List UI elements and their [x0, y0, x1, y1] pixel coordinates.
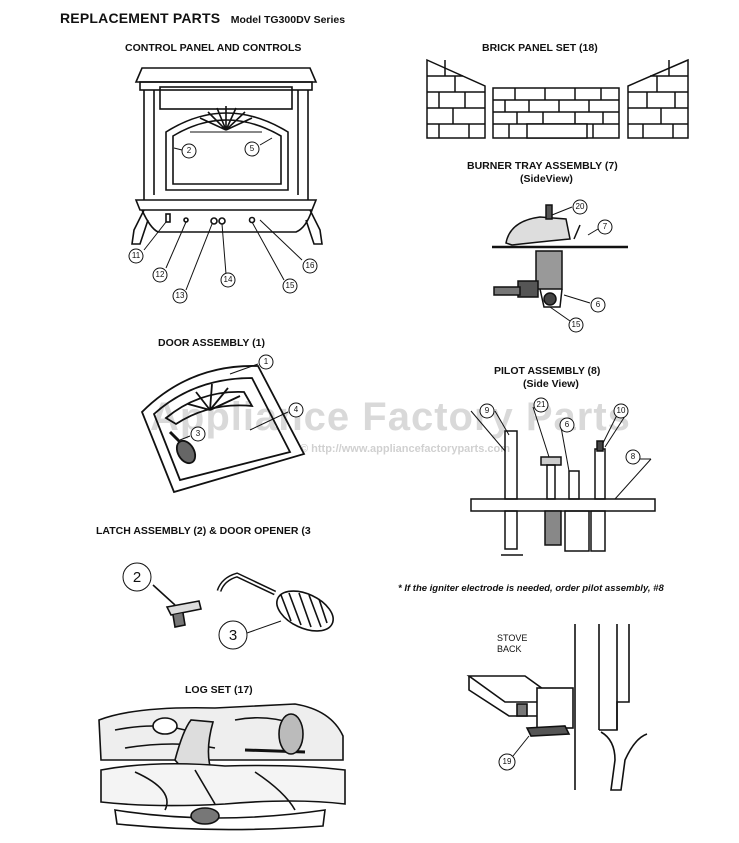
log-set-heading: LOG SET (17) — [185, 684, 253, 696]
burner-callout-6: 6 — [596, 300, 601, 309]
callout-12: 12 — [156, 270, 165, 279]
door-assembly-heading: DOOR ASSEMBLY (1) — [158, 337, 265, 349]
callout-13: 13 — [176, 291, 185, 300]
watermark-url: © http://www.appliancefactoryparts.com — [300, 443, 511, 455]
pilot-assembly-illustration: 9 21 6 10 8 — [470, 397, 656, 556]
stove-back-callout-19: 19 — [503, 757, 512, 766]
pilot-callout-8: 8 — [631, 452, 636, 461]
brick-panel-illustration — [426, 58, 689, 139]
stove-back-illustration: 19 — [466, 624, 648, 791]
brick-panel-heading: BRICK PANEL SET (18) — [482, 42, 598, 54]
callout-2: 2 — [187, 146, 192, 155]
stove-back-label: STOVE BACK — [497, 633, 528, 654]
burner-callout-20: 20 — [576, 202, 585, 211]
pilot-callout-10: 10 — [617, 406, 626, 415]
burner-tray-illustration: 20 7 6 15 — [492, 199, 628, 333]
latch-callout-2: 2 — [133, 569, 141, 586]
callout-11: 11 — [132, 251, 141, 260]
callout-16: 16 — [306, 261, 315, 270]
page-title: REPLACEMENT PARTS Model TG300DV Series — [60, 10, 345, 28]
door-callout-4: 4 — [294, 405, 299, 414]
callout-15: 15 — [286, 281, 295, 290]
control-panel-heading: CONTROL PANEL AND CONTROLS — [125, 42, 302, 54]
callout-5: 5 — [250, 144, 255, 153]
door-callout-3: 3 — [196, 429, 201, 438]
page-title-model: Model TG300DV Series — [230, 14, 346, 26]
pilot-callout-6: 6 — [565, 420, 570, 429]
door-assembly-illustration: 1 4 3 — [140, 354, 306, 494]
burner-callout-15: 15 — [572, 320, 581, 329]
door-callout-1: 1 — [264, 357, 269, 366]
watermark-text: Appliance Factory Parts — [150, 395, 631, 439]
pilot-callout-9: 9 — [485, 406, 490, 415]
pilot-assembly-heading: PILOT ASSEMBLY (8) — [494, 365, 601, 377]
latch-assembly-heading: LATCH ASSEMBLY (2) & DOOR OPENER (3 — [96, 525, 311, 537]
callout-14: 14 — [224, 275, 233, 284]
stove-front-illustration: 2 5 11 12 13 14 15 16 — [128, 67, 323, 304]
latch-opener-illustration: 2 3 — [122, 562, 334, 650]
burner-callout-7: 7 — [603, 222, 608, 231]
log-set-illustration — [98, 703, 346, 831]
igniter-note: * If the igniter electrode is needed, or… — [398, 583, 664, 594]
pilot-callout-21: 21 — [537, 400, 546, 409]
burner-tray-heading: BURNER TRAY ASSEMBLY (7) — [467, 160, 618, 172]
page-title-main: REPLACEMENT PARTS — [60, 10, 221, 26]
pilot-assembly-view: (Side View) — [523, 378, 579, 390]
latch-callout-3: 3 — [229, 627, 237, 644]
burner-tray-view: (SideView) — [520, 173, 573, 185]
